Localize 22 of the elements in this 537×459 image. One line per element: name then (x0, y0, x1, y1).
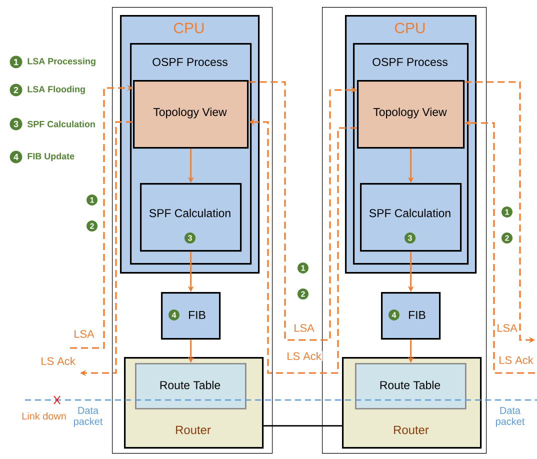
edge-label: LS Ack (40, 356, 76, 366)
topology-box: Topology View (357, 80, 465, 149)
table-box: Route Table (355, 363, 466, 410)
legend-text: LSA Processing (28, 58, 96, 66)
number-badge: 2 (10, 84, 22, 96)
legend-text: SPF Calculation (27, 120, 95, 128)
edge-label: LSA (496, 323, 518, 333)
signal-label: Data packet (74, 407, 103, 427)
number-badge: 4 (10, 150, 22, 164)
number-badge: 1 (10, 56, 22, 68)
edge-label: LSA (72, 329, 96, 339)
signal-label: Data packet (496, 407, 525, 427)
status-label: Link down (22, 412, 66, 420)
connector-line (264, 425, 342, 426)
table-box: Route Table (135, 363, 246, 410)
edge-label: LS Ack (286, 350, 322, 362)
legend-text: FIB Update (28, 152, 74, 162)
edge-label: LSA (292, 323, 316, 333)
topology-box: Topology View (133, 80, 249, 149)
number-badge: 3 (10, 118, 22, 130)
legend-text: LSA Flooding (28, 86, 85, 94)
edge-label: LS Ack (498, 354, 534, 366)
